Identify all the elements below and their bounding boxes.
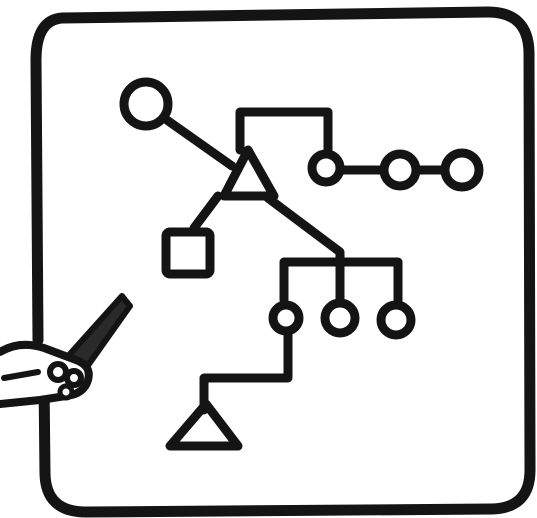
finger-1 (50, 364, 66, 380)
edge-child-to-bottom (204, 330, 288, 410)
hub-triangle-node (224, 150, 274, 196)
chain-circle-node-2 (384, 154, 416, 186)
edge-hub-to-branch (268, 198, 340, 252)
hand-holding-marker-icon (0, 296, 130, 404)
edge-branch-bracket (284, 254, 398, 302)
edge-root-to-hub (164, 118, 232, 166)
bottom-triangle-node (170, 404, 238, 446)
chain-circle-node-3 (445, 153, 479, 187)
edge-hub-to-square (194, 196, 218, 228)
finger-3 (60, 386, 72, 398)
root-circle-node (124, 82, 168, 126)
child-circle-node-1 (273, 305, 299, 331)
square-node (166, 232, 210, 274)
finger-2 (67, 371, 81, 385)
child-circle-node-2 (325, 303, 355, 333)
chain-circle-node-1 (312, 154, 340, 182)
child-circle-node-3 (381, 305, 411, 335)
